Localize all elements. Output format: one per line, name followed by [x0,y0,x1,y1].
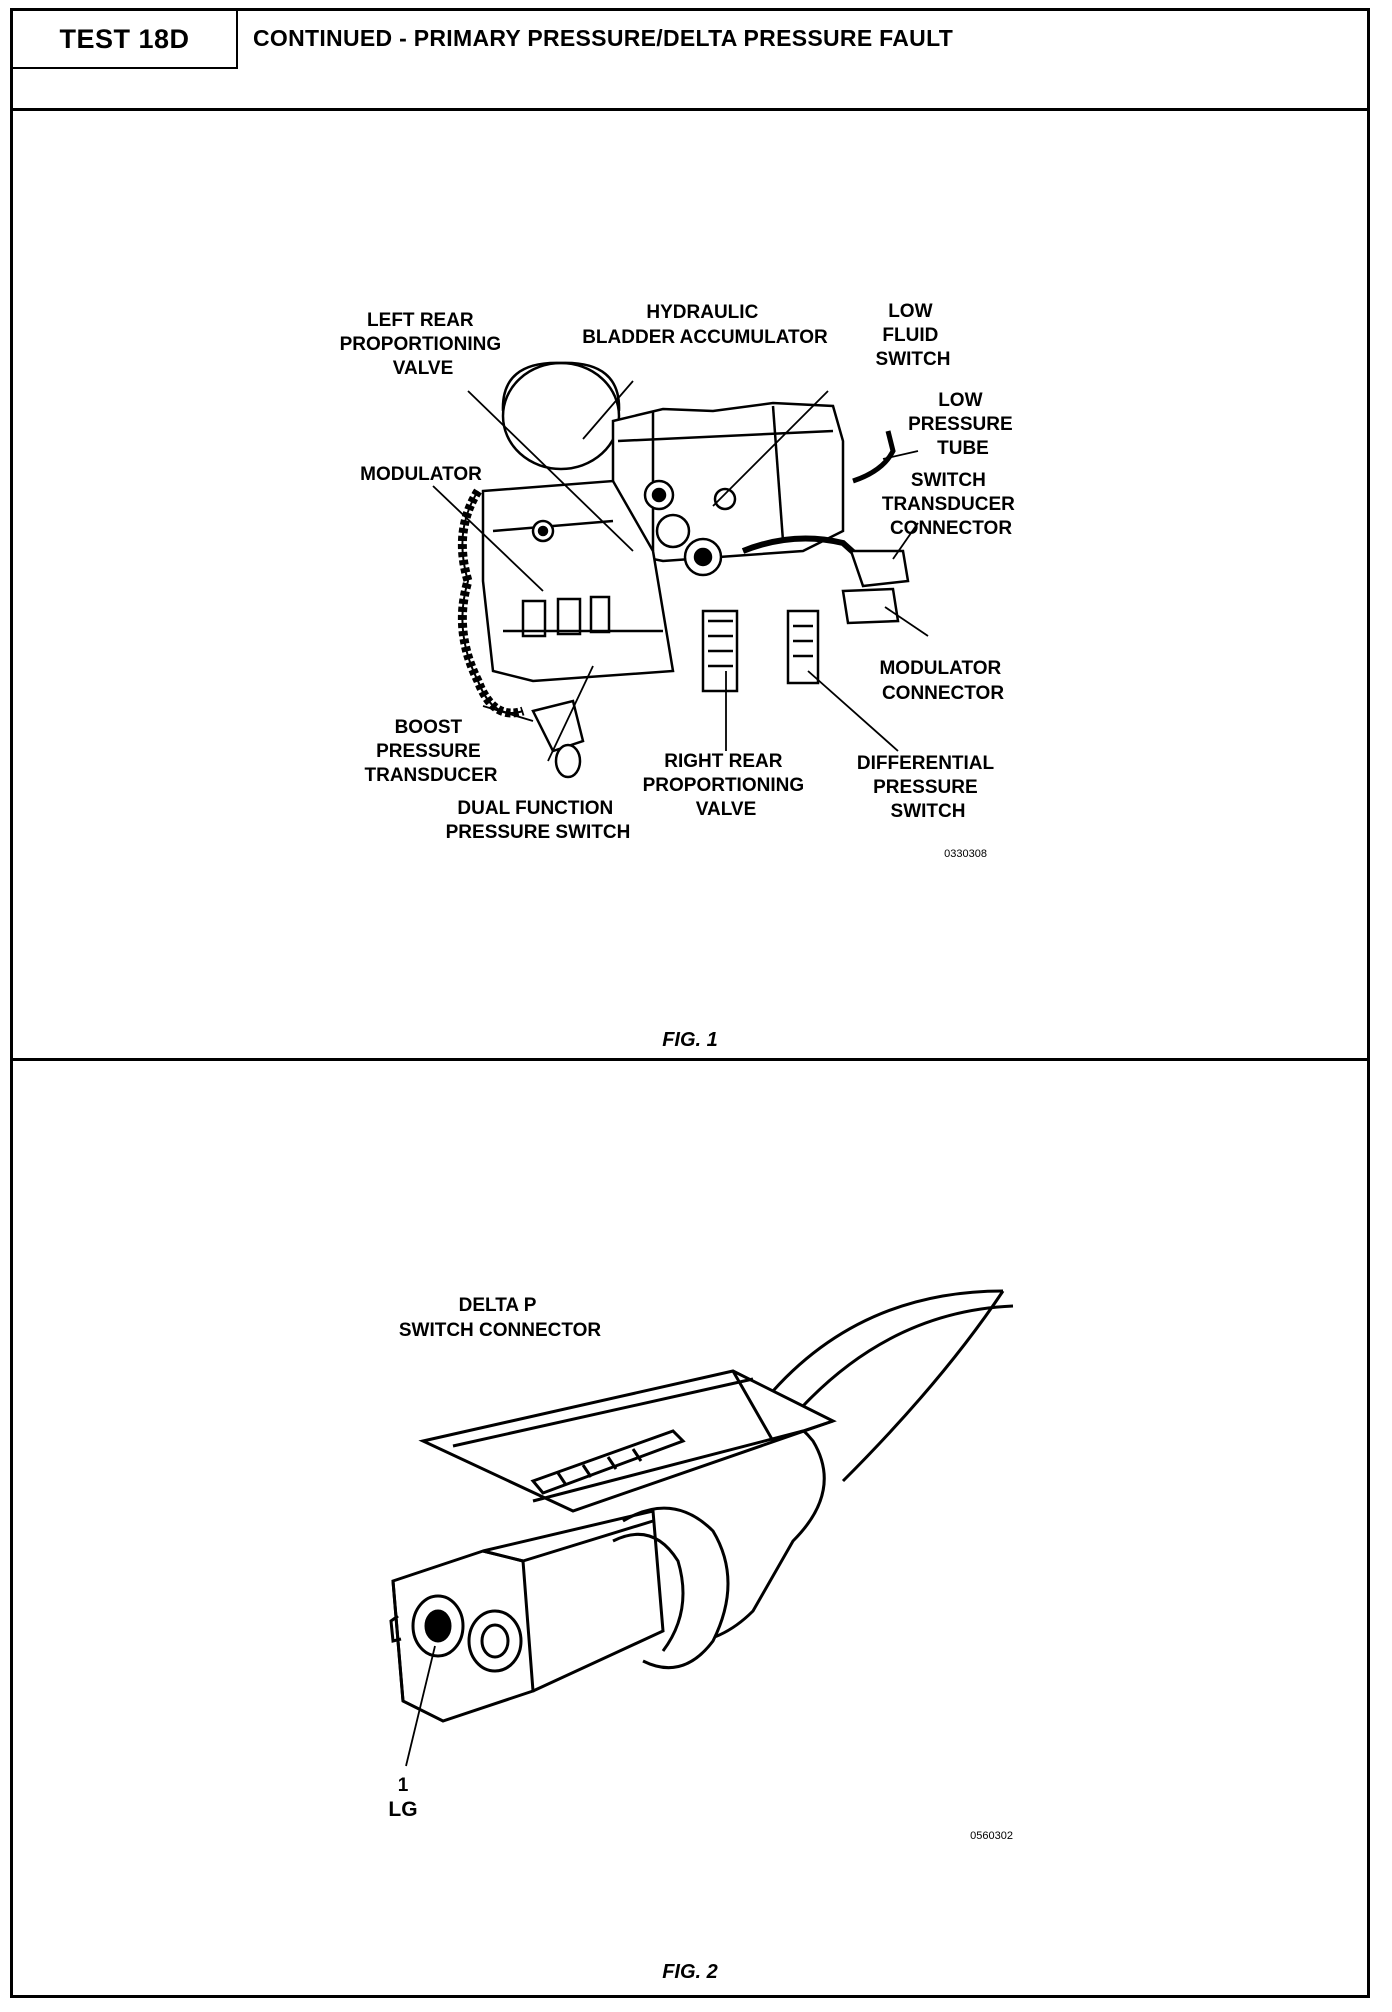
label-pin-color: LG [388,1798,417,1821]
label-dual-function-switch: DUAL FUNCTION PRESSURE SWITCH [446,798,631,843]
label-left-rear-valve: LEFT REAR PROPORTIONING VALVE [340,310,507,379]
label-modulator: MODULATOR [360,464,482,485]
figure-2-caption: FIG. 2 [662,1961,718,1983]
label-boost-pressure-transducer: BOOST PRESSURE TRANSDUCER [365,717,498,786]
pin-leader-line [405,1645,436,1767]
test-id-box: TEST 18D [13,11,238,69]
label-differential-pressure-switch: DIFFERENTIAL PRESSURE SWITCH [857,753,999,822]
label-hydraulic-accumulator: HYDRAULIC BLADDER ACCUMULATOR [582,302,828,348]
connector-drawing [389,1289,1014,1723]
page-title: CONTINUED - PRIMARY PRESSURE/DELTA PRESS… [253,25,954,51]
label-low-pressure-tube: LOW PRESSURE TUBE [908,390,1018,459]
figure-1-caption: FIG. 1 [662,1029,718,1051]
figure-1-image-code: 0330308 [944,848,987,860]
label-modulator-connector: MODULATOR CONNECTOR [879,658,1006,704]
figure-2-image-code: 0560302 [970,1830,1013,1842]
figure-2-panel: DELTA P SWITCH CONNECTOR 1 LG 0560302 FI… [13,1061,1367,1995]
test-id: TEST 18D [59,23,190,54]
label-low-fluid-switch: LOW FLUID SWITCH [876,301,951,370]
leader-lines [432,380,929,762]
page-frame: TEST 18D CONTINUED - PRIMARY PRESSURE/DE… [10,8,1370,1998]
figure-2-illustration: DELTA P SWITCH CONNECTOR 1 LG 0560302 [388,1289,1014,1842]
figure-2-labels: DELTA P SWITCH CONNECTOR 1 LG 0560302 [388,1295,1013,1842]
label-right-rear-valve: RIGHT REAR PROPORTIONING VALVE [643,751,810,820]
label-pin-number: 1 [398,1775,409,1796]
page-header: TEST 18D CONTINUED - PRIMARY PRESSURE/DE… [13,11,1367,111]
label-delta-p-connector: DELTA P SWITCH CONNECTOR [399,1295,602,1341]
figure-1-labels: LEFT REAR PROPORTIONING VALVE HYDRAULIC … [340,301,1020,860]
figure-1-panel: LEFT REAR PROPORTIONING VALVE HYDRAULIC … [13,111,1367,1061]
figure-1-illustration: LEFT REAR PROPORTIONING VALVE HYDRAULIC … [340,301,1020,860]
hcu-assembly-drawing [457,361,910,779]
label-switch-transducer-connector: SWITCH TRANSDUCER CONNECTOR [882,470,1020,539]
